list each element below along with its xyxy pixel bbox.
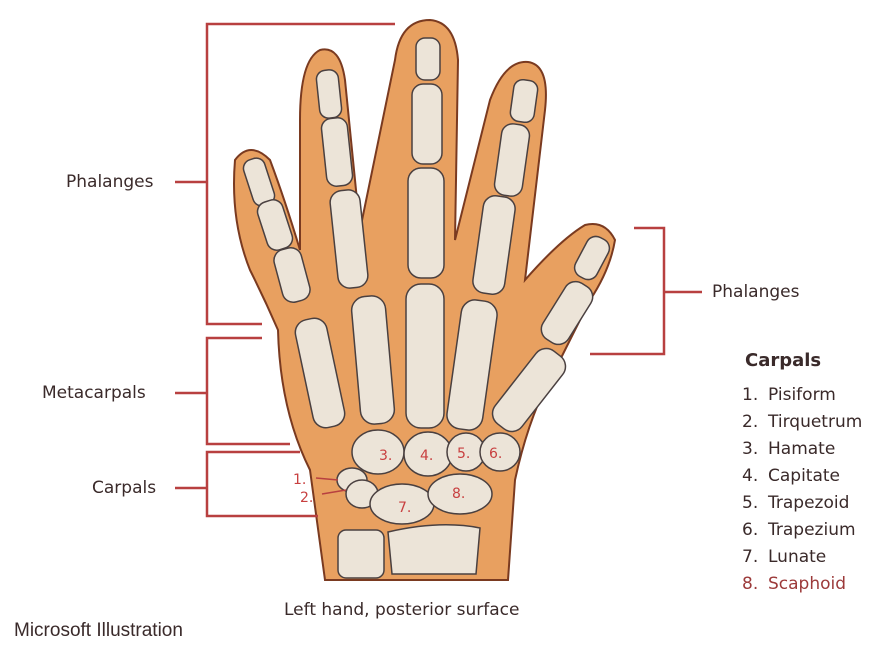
bone-phalanx (415, 37, 441, 81)
bone-number-4: 4. (420, 448, 433, 464)
legend-number: 1. (742, 385, 759, 405)
pointer-pisiform (315, 477, 339, 481)
bracket-metacarpals (175, 336, 290, 446)
bone-phalanx (573, 235, 611, 281)
legend-number: 2. (742, 412, 759, 432)
legend-name: Lunate (768, 547, 827, 567)
bone-phalanx (493, 123, 531, 197)
legend-item: 1. Pisiform (742, 382, 862, 409)
pointer-triquetrum (321, 489, 347, 495)
legend-item: 6. Trapezium (742, 517, 862, 544)
bone-number-7: 7. (398, 500, 411, 516)
bone-trapezium (479, 432, 521, 472)
legend-name: Pisiform (768, 385, 836, 405)
bone-metacarpal (350, 295, 396, 425)
bone-phalanx (329, 189, 369, 289)
label-phalanges-left: Phalanges (66, 172, 154, 192)
carpals-legend: 1. Pisiform 2. Tirquetrum 3. Hamate 4. Capit… (742, 382, 862, 598)
legend-item: 4. Capitate (742, 463, 862, 490)
legend-item: 2. Tirquetrum (742, 409, 862, 436)
bone-phalanx (411, 83, 443, 165)
bone-number-1: 1. (293, 472, 306, 488)
bone-number-8: 8. (452, 486, 465, 502)
bone-phalanx (273, 247, 311, 303)
legend-item: 7. Lunate (742, 544, 862, 571)
legend-number: 3. (742, 439, 759, 459)
bone-hamate (351, 429, 405, 475)
legend-number: 8. (742, 574, 759, 594)
legend-name: Hamate (768, 439, 836, 459)
bracket-phalanges-left (175, 22, 395, 326)
label-carpals: Carpals (92, 478, 157, 498)
legend-number: 6. (742, 520, 759, 540)
bone-phalanx (320, 117, 354, 187)
legend-name: Scaphoid (768, 574, 847, 594)
bracket-phalanges-right (590, 226, 702, 356)
bone-number-2: 2. (300, 490, 313, 506)
bone-scaphoid (427, 473, 493, 515)
legend-number: 5. (742, 493, 759, 513)
legend-item: 8. Scaphoid (742, 571, 862, 598)
bone-ulna (337, 529, 385, 579)
legend-title: Carpals (745, 350, 822, 371)
bracket-carpals (175, 450, 318, 518)
legend-number: 4. (742, 466, 759, 486)
bone-metacarpal (294, 317, 346, 429)
bone-number-5: 5. (457, 446, 470, 462)
bone-number-3: 3. (379, 448, 392, 464)
legend-name: Trapezoid (768, 493, 850, 513)
bone-number-6: 6. (489, 446, 502, 462)
bone-phalanx (472, 195, 516, 295)
bone-phalanx (315, 69, 343, 119)
bone-metacarpal (405, 283, 445, 429)
legend-number: 7. (742, 547, 759, 567)
label-metacarpals: Metacarpals (42, 383, 146, 403)
legend-name: Capitate (768, 466, 841, 486)
bone-metacarpal (491, 347, 567, 433)
credit-text: Microsoft Illustration (14, 620, 183, 641)
label-phalanges-right: Phalanges (712, 282, 800, 302)
legend-item: 5. Trapezoid (742, 490, 862, 517)
bone-phalanx (509, 78, 539, 124)
legend-item: 3. Hamate (742, 436, 862, 463)
figure-caption: Left hand, posterior surface (284, 600, 520, 620)
bone-phalanx (540, 280, 594, 346)
legend-name: Tirquetrum (768, 412, 863, 432)
bone-metacarpal (446, 299, 498, 431)
legend-name: Trapezium (768, 520, 856, 540)
bone-phalanx (407, 167, 445, 279)
bone-radius (387, 524, 481, 575)
